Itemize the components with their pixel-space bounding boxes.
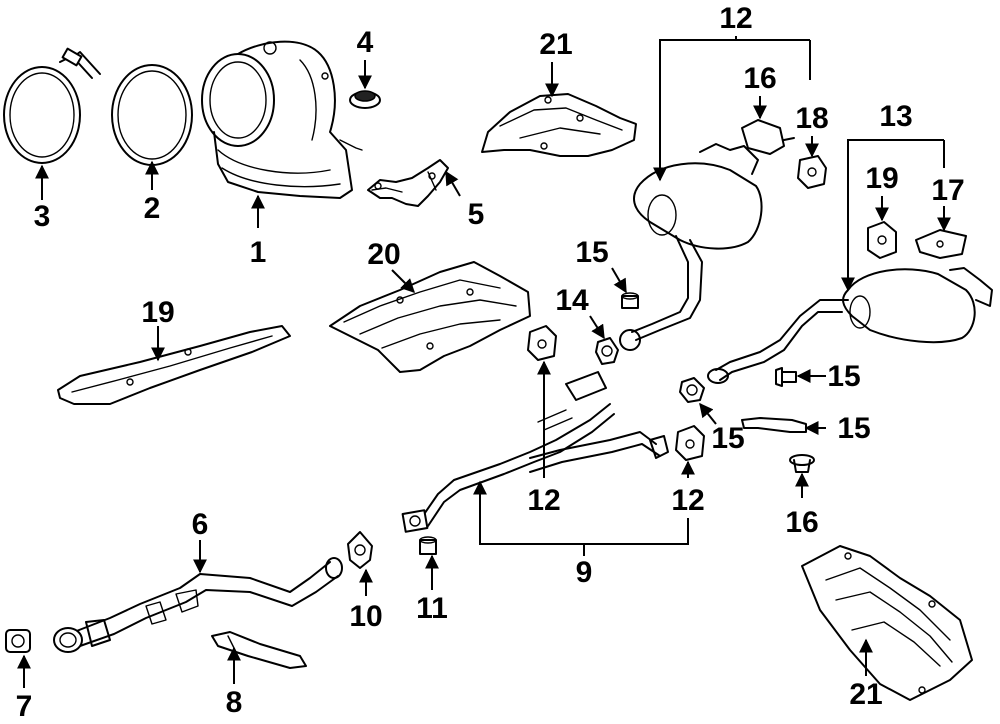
part-insulator-12-lower xyxy=(675,425,705,461)
part-heat-shield-left xyxy=(57,325,291,405)
part-grommet-18 xyxy=(789,454,815,473)
callout-21-right: 19 xyxy=(865,162,898,195)
part-bolt-16-left xyxy=(621,292,639,309)
part-bracket xyxy=(367,159,449,207)
callout-1: 1 xyxy=(250,236,267,269)
part-gasket-10 xyxy=(347,531,373,569)
callout-23: 20 xyxy=(367,238,400,271)
callout-7: 7 xyxy=(16,690,33,723)
callout-6: 6 xyxy=(192,508,209,541)
callout-15-lower: 15 xyxy=(711,422,744,455)
callout-14: 13 xyxy=(879,100,912,133)
callout-11: 11 xyxy=(416,592,448,625)
callout-2: 2 xyxy=(144,192,161,225)
part-grommet xyxy=(349,90,381,109)
part-gasket-15-lower xyxy=(679,377,705,403)
part-gasket-15-upper xyxy=(595,337,619,365)
callout-18: 16 xyxy=(785,506,818,539)
callout-8: 8 xyxy=(226,686,243,719)
part-rear-muffler-assembly xyxy=(619,143,763,351)
part-gasket-7 xyxy=(5,629,31,653)
callout-12-right: 12 xyxy=(671,484,704,517)
leader-lines xyxy=(17,36,951,688)
part-hanger-17 xyxy=(741,417,807,433)
part-insulator-12-upper xyxy=(527,325,557,361)
part-hanger-bracket-20 xyxy=(915,229,967,259)
callout-21-upper: 18 xyxy=(795,102,828,135)
part-heat-shield-upper xyxy=(481,93,637,157)
callout-4: 4 xyxy=(357,26,374,59)
part-rear-muffler-right xyxy=(707,267,993,384)
part-gasket-ring xyxy=(111,64,193,166)
callout-3: 3 xyxy=(34,200,51,233)
part-hanger-bracket-19 xyxy=(741,119,795,155)
part-intermediate-pipe xyxy=(401,371,669,533)
callout-19: 16 xyxy=(743,62,776,95)
callout-25: 21 xyxy=(849,678,882,711)
part-insulator-21-right xyxy=(867,221,897,259)
callout-20: 17 xyxy=(931,174,964,207)
callout-22: 19 xyxy=(141,296,174,329)
callout-9: 9 xyxy=(576,556,593,589)
part-hanger-8 xyxy=(211,631,307,669)
callout-5: 5 xyxy=(468,198,485,231)
part-bolt-16-right xyxy=(775,367,797,387)
part-front-pipe xyxy=(53,557,343,653)
callout-10: 10 xyxy=(349,600,382,633)
callout-16-lower: 15 xyxy=(827,360,860,393)
callout-12-left: 12 xyxy=(527,484,560,517)
part-insulator-21-upper xyxy=(797,155,827,189)
part-bolt-11 xyxy=(419,536,437,555)
callout-17: 15 xyxy=(837,412,870,445)
callout-13: 12 xyxy=(719,2,752,35)
part-heat-shield-middle xyxy=(329,261,531,373)
callout-24: 21 xyxy=(539,28,572,61)
part-heat-shield-rear xyxy=(801,545,973,701)
callout-15-upper: 14 xyxy=(555,284,589,317)
part-clamp xyxy=(3,47,101,164)
callout-16-upper: 15 xyxy=(575,236,608,269)
part-catalytic-converter xyxy=(201,40,363,199)
